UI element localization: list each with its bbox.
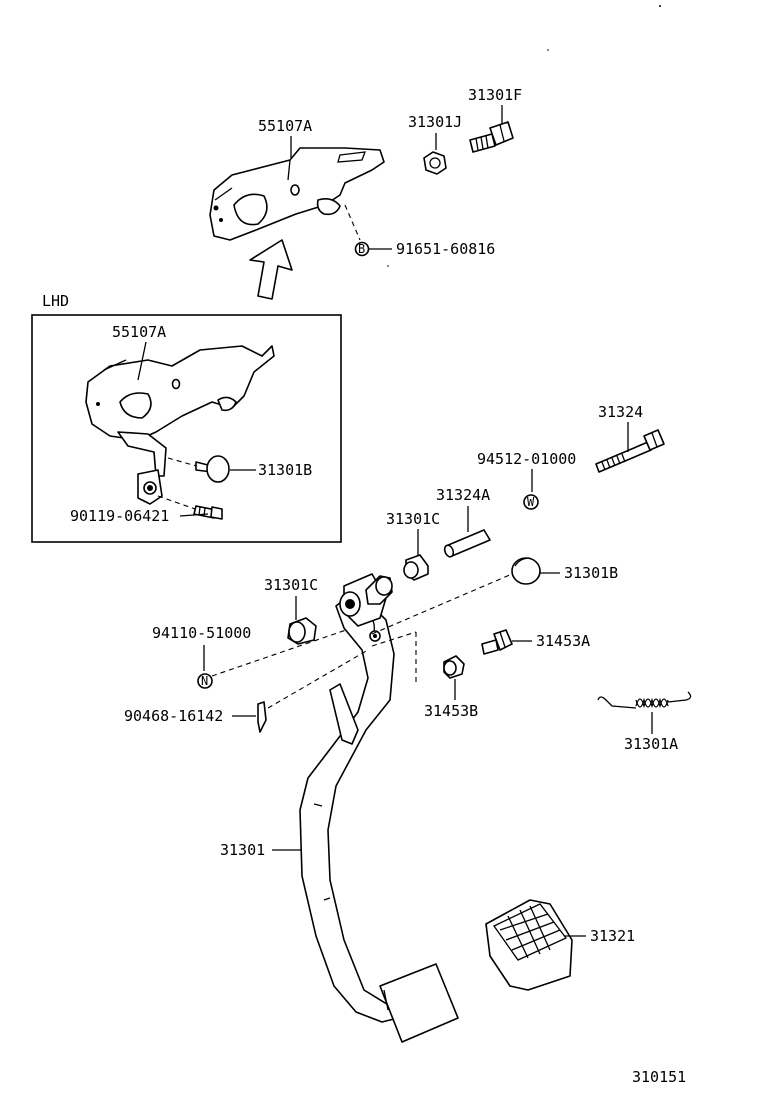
label-pin-b-right: 31301B [564, 564, 618, 582]
label-bushing-c-upper: 31301C [386, 510, 440, 528]
pedal-arm-31301[interactable] [299, 573, 459, 1043]
label-spring: 31301A [624, 735, 678, 753]
label-bushing-c-left: 31301C [264, 576, 318, 594]
bushing-31301c-left[interactable] [287, 617, 317, 645]
label-bolt-31301f: 31301F [468, 86, 522, 104]
lhd-caption: LHD [42, 292, 69, 310]
leader-bracket-lhd [137, 341, 147, 381]
cushion-31453a[interactable] [481, 629, 513, 655]
label-nut-31301j: 31301J [408, 113, 462, 131]
spring-31301a[interactable] [597, 691, 692, 709]
pipe-31324a[interactable] [443, 529, 491, 558]
label-bolt-31324: 31324 [598, 403, 643, 421]
label-clip-code: 90468-16142 [124, 707, 223, 725]
bushing-31301c-upper[interactable] [403, 554, 429, 581]
nut-n-letter: N [201, 674, 208, 688]
label-pin-lhd: 31301B [258, 461, 312, 479]
washer-b-marker [354, 241, 370, 257]
label-washer-b-code: 91651-60816 [396, 240, 495, 258]
label-pipe-31324a: 31324A [436, 486, 490, 504]
clip-90468[interactable] [257, 701, 267, 733]
bolt-31301f[interactable] [469, 121, 514, 153]
diagram-number: 310151 [632, 1068, 686, 1086]
pedal-pad-31321[interactable] [485, 899, 573, 991]
up-arrow-icon [249, 239, 293, 300]
label-washer-w-code: 94512-01000 [477, 450, 576, 468]
label-cushion-b: 31453B [424, 702, 478, 720]
pin-31301b-right[interactable] [511, 557, 541, 585]
lhd-inset-box [31, 314, 342, 543]
bolt-lhd-90119[interactable] [193, 505, 223, 520]
washer-w-letter: W [527, 495, 535, 509]
label-nut-n-code: 94110-51000 [152, 624, 251, 642]
bolt-31324[interactable] [595, 429, 665, 473]
bracket-top[interactable] [209, 147, 385, 241]
bracket-lhd[interactable] [85, 345, 275, 505]
label-pedal-arm: 31301 [220, 841, 265, 859]
washer-w-marker [523, 494, 539, 510]
cushion-31453b[interactable] [443, 655, 465, 679]
label-bolt-lhd: 90119-06421 [70, 507, 169, 525]
label-cushion-a: 31453A [536, 632, 590, 650]
label-bracket-top: 55107A [258, 117, 312, 135]
nut-31301j[interactable] [423, 151, 447, 175]
nut-n-marker [197, 673, 213, 689]
washer-b-letter: B [358, 242, 365, 256]
label-pedal-pad: 31321 [590, 927, 635, 945]
pin-lhd-31301b[interactable] [195, 455, 230, 483]
label-bracket-lhd: 55107A [112, 323, 166, 341]
